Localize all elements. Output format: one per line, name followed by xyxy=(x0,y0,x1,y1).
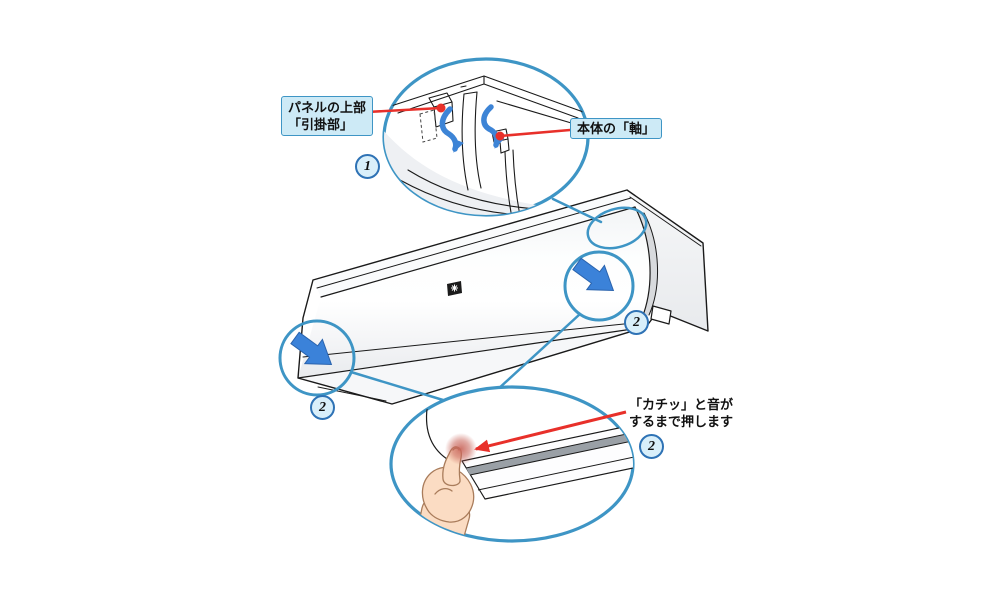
press-point-glow xyxy=(445,433,477,465)
connector-top-detail xyxy=(551,197,603,224)
shaft-point-dot xyxy=(495,131,505,141)
callout-body-shaft: 本体の「軸」 xyxy=(570,118,663,139)
step-2-badge-right: 2 xyxy=(624,310,649,335)
click-instruction-line1: 「カチッ」と音が xyxy=(629,397,734,412)
callout-panel-hook: パネルの上部 「引掛部」 xyxy=(281,96,374,136)
callout-leaders xyxy=(365,106,572,138)
step-2-badge-bottom: 2 xyxy=(639,434,664,459)
callout-panel-hook-line2: 「引掛部」 xyxy=(288,117,354,132)
callout-panel-hook-line1: パネルの上部 xyxy=(288,100,367,115)
connector-left-press xyxy=(349,370,445,402)
panel-groove-band xyxy=(466,421,633,475)
click-instruction-line2: するまで押します xyxy=(629,414,734,429)
connector-lines xyxy=(349,197,603,402)
step-2-badge-left: 2 xyxy=(310,395,335,420)
main-unit-illustration xyxy=(297,189,709,405)
top-detail-circle xyxy=(365,57,590,217)
connector-right-press xyxy=(495,312,582,392)
hook-point-dot xyxy=(436,103,446,113)
right-press-circle xyxy=(563,250,635,322)
hook-motion-arrows xyxy=(439,104,505,153)
unit-front-panel xyxy=(298,207,651,378)
press-arrow-left xyxy=(290,331,333,365)
unit-bottom-wedge xyxy=(298,327,646,404)
step-1-badge: 1 xyxy=(355,154,380,179)
hook-motion-arrow-left xyxy=(439,106,464,153)
click-instruction: 「カチッ」と音が するまで押します xyxy=(629,396,733,430)
panel-gap-shade xyxy=(635,207,658,318)
panel-edge-slab xyxy=(461,413,633,500)
corner-highlight-ellipse xyxy=(586,206,648,250)
unit-right-face xyxy=(627,190,708,331)
press-arrow-right xyxy=(572,257,615,291)
brand-logo xyxy=(447,281,462,296)
hook-motion-arrow-right xyxy=(481,104,505,149)
hand-fist xyxy=(421,466,475,523)
press-point-arrow xyxy=(474,410,627,453)
